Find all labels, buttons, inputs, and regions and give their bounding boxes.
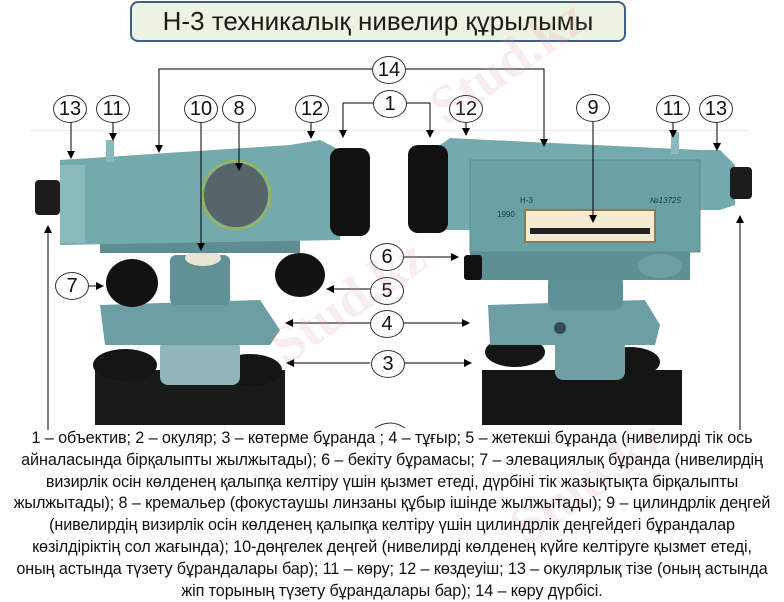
instrument-year-label: 1990 — [497, 210, 515, 219]
callout-12-left: 12 — [295, 95, 329, 123]
callout-14: 14 — [372, 56, 406, 84]
right-instrument-photo — [408, 132, 752, 425]
legend-line: оның астында түзету бұрандалары бар); 11… — [16, 559, 768, 578]
callout-13-right: 13 — [699, 95, 733, 123]
callout-1: 1 — [373, 90, 407, 118]
legend-description: 1 – объектив; 2 – окуляр; 3 – көтерме бұ… — [0, 428, 784, 602]
legend-line: визирлік осін көлденең қалыпқа келтіру ү… — [45, 472, 739, 491]
legend-line: айналасында бірқалыпты жылжытады); 6 – б… — [21, 450, 763, 469]
background-divider — [30, 130, 750, 131]
callout-8: 8 — [222, 95, 256, 123]
instrument-model-label: Н-3 — [520, 196, 533, 205]
legend-line: жіп торының түзету бұрандалары бар); 14 … — [181, 581, 603, 600]
callout-6: 6 — [370, 243, 404, 271]
legend-line: 1 – объектив; 2 – окуляр; 3 – көтерме бұ… — [31, 429, 753, 447]
leader-lines — [44, 68, 744, 430]
callout-4: 4 — [370, 310, 404, 338]
page-title: Н-3 техникалық нивелир құрылымы — [130, 1, 626, 42]
legend-line: (нивелирдің визирлік осін көлденең қалып… — [49, 516, 735, 535]
callout-10: 10 — [184, 95, 218, 123]
legend-line: көзілдіріктің сол жағында); 10-дөңгелек … — [32, 537, 752, 556]
callout-9: 9 — [576, 94, 610, 122]
callout-11-left: 11 — [96, 95, 130, 123]
callout-11-right: 11 — [656, 95, 690, 123]
legend-line: жылжытады); 8 – кремальер (фокустаушы ли… — [13, 494, 771, 513]
callout-7: 7 — [55, 272, 89, 300]
instrument-serial-label: №13725 — [650, 196, 681, 205]
left-instrument-photo — [35, 140, 370, 425]
callout-3: 3 — [371, 350, 405, 378]
callout-12-right: 12 — [449, 95, 483, 123]
callout-13-left: 13 — [53, 95, 87, 123]
callout-5: 5 — [370, 277, 404, 305]
